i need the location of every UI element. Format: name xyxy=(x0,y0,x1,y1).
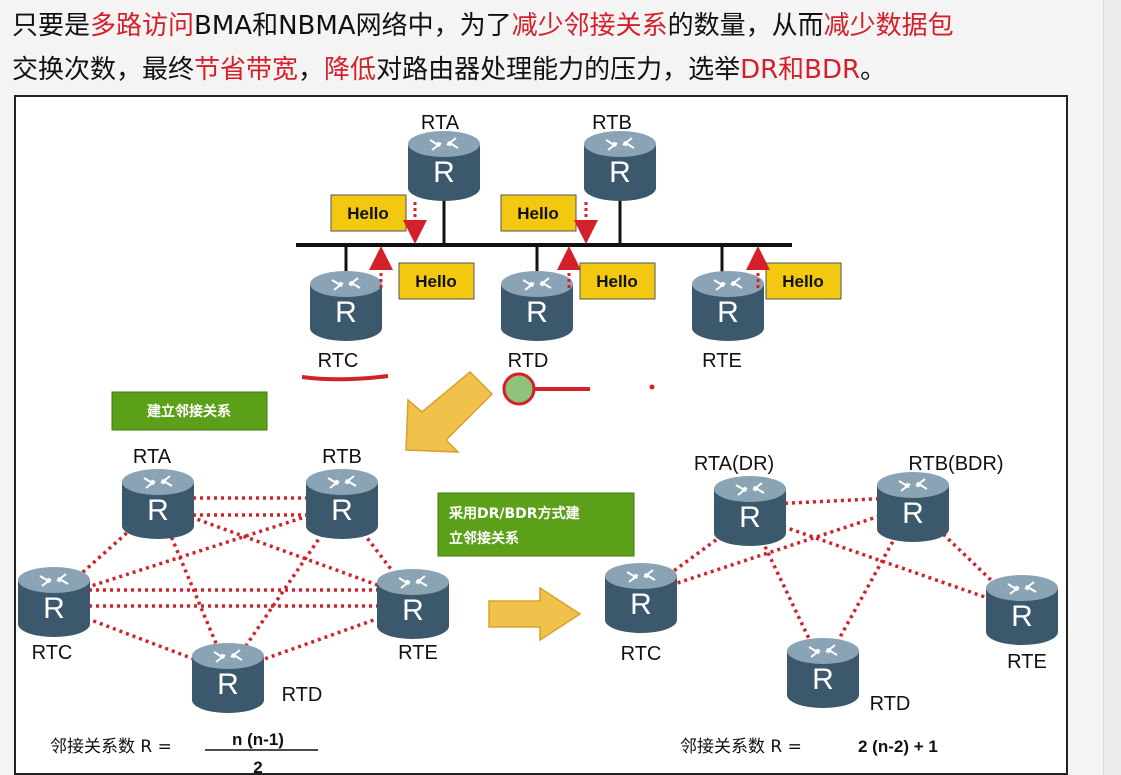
hello-box-1: Hello xyxy=(330,194,407,232)
annotation-cursor-mark xyxy=(502,372,655,406)
header-segment: 的数量，从而 xyxy=(667,11,824,41)
label-rtc-top: RTC xyxy=(318,350,359,372)
top-bus-diagram: RTA RTB RTC RTD RTE Hello Hello Hello He… xyxy=(296,112,842,406)
hello-box-2: Hello xyxy=(500,194,577,232)
label-rtb-top: RTB xyxy=(592,112,632,134)
full-mesh-diagram: RTA RTB RTC RTE RTD 邻接关系数 R = n (n-1) 2 xyxy=(17,446,450,775)
svg-text:Hello: Hello xyxy=(596,272,638,291)
svg-text:n (n-1): n (n-1) xyxy=(232,730,284,749)
header-line-1: 只要是多路访问BMA和NBMA网络中，为了减少邻接关系的数量，从而减少数据包 xyxy=(12,4,1102,48)
label-rte-mesh: RTE xyxy=(398,642,438,664)
router-icon-rta-mesh xyxy=(121,468,195,540)
header-segment: DR和BDR xyxy=(740,55,861,85)
svg-text:邻接关系数 R =: 邻接关系数 R = xyxy=(680,737,802,757)
annotation-underline xyxy=(301,374,389,382)
router-icon-rte-top xyxy=(691,270,765,342)
router-icon-rtb-mesh xyxy=(305,468,379,540)
label-rte-top: RTE xyxy=(702,350,742,372)
dr-formula: 邻接关系数 R = 2 (n-2) + 1 xyxy=(680,737,938,757)
svg-text:2 (n-2) + 1: 2 (n-2) + 1 xyxy=(858,737,938,756)
router-icon-rta-dr xyxy=(713,475,787,547)
header-line-2: 交换次数，最终节省带宽，降低对路由器处理能力的压力，选举DR和BDR。 xyxy=(12,48,1102,92)
header-segment: 对路由器处理能力的压力，选举 xyxy=(376,55,741,85)
svg-text:Hello: Hello xyxy=(782,272,824,291)
hello-box-3: Hello xyxy=(398,262,475,300)
router-icon-rtc-top xyxy=(309,270,383,342)
label-rtd-dr: RTD xyxy=(870,693,911,715)
svg-text:Hello: Hello xyxy=(347,204,389,223)
svg-text:Hello: Hello xyxy=(415,272,457,291)
header-segment: BMA和NBMA网络中，为了 xyxy=(194,11,512,41)
right-scroll-strip xyxy=(1103,0,1121,775)
svg-text:立邻接关系: 立邻接关系 xyxy=(449,530,519,547)
svg-text:采用DR/BDR方式建: 采用DR/BDR方式建 xyxy=(448,505,580,522)
dr-bdr-diagram: RTA(DR) RTB(BDR) RTC RTE RTD 邻接关系数 R = 2… xyxy=(604,453,1059,757)
build-adjacency-box: 建立邻接关系 xyxy=(111,391,268,431)
header-text: 只要是多路访问BMA和NBMA网络中，为了减少邻接关系的数量，从而减少数据包 交… xyxy=(12,4,1102,92)
label-rtb-mesh: RTB xyxy=(322,446,362,468)
mesh-formula: 邻接关系数 R = n (n-1) 2 xyxy=(50,730,318,775)
label-rta-top: RTA xyxy=(421,112,460,134)
router-icon-rtd-top xyxy=(500,270,574,342)
header-segment: 交换次数，最终 xyxy=(12,55,195,85)
router-icon-rtc-dr xyxy=(604,562,678,634)
router-icon-rta-top xyxy=(407,130,481,202)
header-segment: ， xyxy=(298,55,325,85)
header-segment: 减少邻接关系 xyxy=(511,11,668,41)
transition-arrow-down xyxy=(405,370,494,453)
router-icon-rte-dr xyxy=(985,574,1059,646)
header-segment: 减少数据包 xyxy=(823,11,954,41)
svg-text:2: 2 xyxy=(253,758,262,775)
header-segment: 只要是 xyxy=(12,11,91,41)
router-icon-rtc-mesh xyxy=(17,566,91,638)
label-rtb-bdr: RTB(BDR) xyxy=(908,453,1003,475)
label-rta-mesh: RTA xyxy=(133,446,172,468)
hello-box-4: Hello xyxy=(579,262,656,300)
svg-text:建立邻接关系: 建立邻接关系 xyxy=(147,403,231,420)
label-rte-dr: RTE xyxy=(1007,651,1047,673)
hello-box-5: Hello xyxy=(765,262,842,300)
svg-text:邻接关系数 R =: 邻接关系数 R = xyxy=(50,737,172,757)
label-rtc-dr: RTC xyxy=(621,643,662,665)
transition-arrow-right xyxy=(488,586,582,642)
header-segment: 。 xyxy=(860,55,887,85)
router-icon-rtb-top xyxy=(583,130,657,202)
router-icon-rtd-dr xyxy=(786,637,860,709)
hello-arrows xyxy=(369,202,770,288)
router-icon-rtd-mesh xyxy=(191,642,265,714)
router-icon-rtb-bdr xyxy=(876,471,950,543)
svg-text:Hello: Hello xyxy=(517,204,559,223)
router-icon-rte-mesh xyxy=(376,568,450,640)
label-rtd-mesh: RTD xyxy=(282,684,323,706)
label-rta-dr: RTA(DR) xyxy=(694,453,774,475)
dr-bdr-box: 采用DR/BDR方式建 立邻接关系 xyxy=(437,492,635,557)
label-rtd-top: RTD xyxy=(508,350,549,372)
header-segment: 降低 xyxy=(324,55,377,85)
header-segment: 节省带宽 xyxy=(194,55,299,85)
header-segment: 多路访问 xyxy=(90,11,195,41)
label-rtc-mesh: RTC xyxy=(32,642,73,664)
